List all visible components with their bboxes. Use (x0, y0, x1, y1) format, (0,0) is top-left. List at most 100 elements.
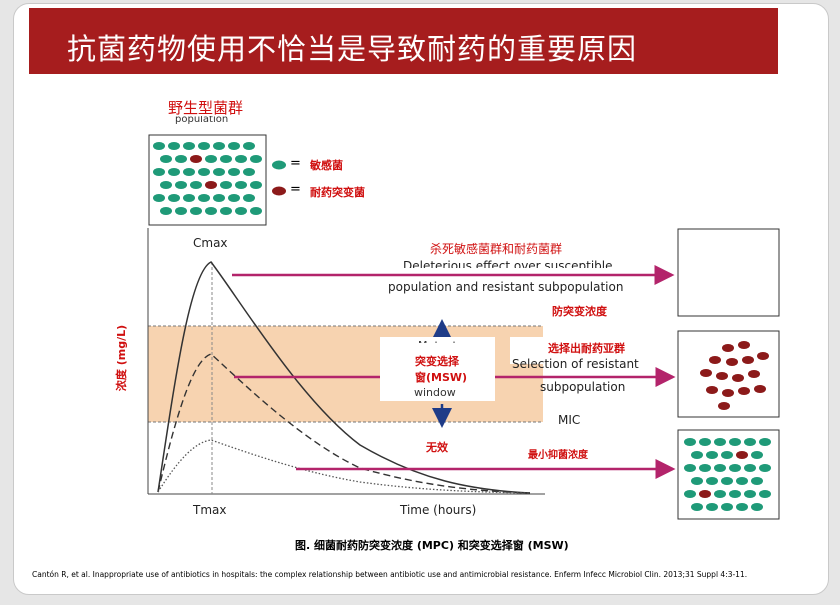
susceptible-cell (751, 451, 763, 459)
susceptible-cell (243, 194, 255, 202)
susceptible-cell (168, 194, 180, 202)
susceptible-equals: = (290, 156, 301, 171)
susceptible-cell (153, 168, 165, 176)
susceptible-cell (721, 451, 733, 459)
resistant-cell (722, 344, 734, 352)
susceptible-label: 敏感菌 (310, 159, 343, 172)
susceptible-cell (714, 490, 726, 498)
susceptible-cell (250, 181, 262, 189)
susceptible-cell (175, 155, 187, 163)
select-label-box (510, 337, 680, 364)
msw-label-box (380, 337, 495, 401)
resistant-cell (190, 155, 202, 163)
susceptible-cell (250, 155, 262, 163)
resistant-cell (726, 358, 738, 366)
resistant-cell (706, 386, 718, 394)
susceptible-cell (168, 142, 180, 150)
susceptible-cell (168, 168, 180, 176)
resistant-cell (718, 402, 730, 410)
resistant-cell (709, 356, 721, 364)
susceptible-cell (183, 194, 195, 202)
susceptible-cell (190, 207, 202, 215)
resistant-label: 耐药突变菌 (310, 186, 365, 199)
x-axis-label: Time (hours) (400, 503, 477, 517)
susceptible-cell (213, 142, 225, 150)
msw-zh-2: 窗(MSW) (415, 371, 468, 384)
y-axis-label: 浓度 (mg/L) (115, 324, 129, 392)
resistant-cell (736, 451, 748, 459)
susceptible-cell (205, 207, 217, 215)
susceptible-cell (729, 438, 741, 446)
susceptible-cell (744, 438, 756, 446)
susceptible-cell (699, 438, 711, 446)
susceptible-cell (183, 142, 195, 150)
susceptible-cell (721, 503, 733, 511)
susceptible-cell (691, 451, 703, 459)
resistant-cell (700, 369, 712, 377)
figure-caption: 图. 细菌耐药防突变浓度 (MPC) 和突变选择窗 (MSW) (295, 539, 569, 552)
population-cells (153, 142, 262, 215)
susceptible-cell (751, 503, 763, 511)
ineffective-label: 无效 (426, 441, 448, 454)
susceptible-cell (759, 464, 771, 472)
susceptible-cell (243, 168, 255, 176)
susceptible-cell (691, 503, 703, 511)
top-zone-en-2: population and resistant subpopulation (388, 280, 624, 294)
susceptible-cell (706, 477, 718, 485)
susceptible-cell (736, 477, 748, 485)
susceptible-cell (759, 438, 771, 446)
susceptible-cell (714, 464, 726, 472)
mpc-label-zh: 防突变浓度 (552, 305, 607, 318)
resistant-cell (716, 372, 728, 380)
susceptible-cell (198, 168, 210, 176)
susceptible-cell (205, 155, 217, 163)
susceptible-cell (175, 181, 187, 189)
resistant-cell (738, 341, 750, 349)
susceptible-cell (243, 142, 255, 150)
resistant-cell (738, 387, 750, 395)
resistant-cell (205, 181, 217, 189)
susceptible-cell (684, 438, 696, 446)
resistant-cell (699, 490, 711, 498)
susceptible-cell (721, 477, 733, 485)
resistant-cell (754, 385, 766, 393)
mid-dose-curve (157, 353, 531, 494)
resistant-legend-dot (272, 186, 286, 196)
low-dose-curve (157, 439, 531, 494)
cmax-label: Cmax (193, 236, 228, 250)
reference: Cantón R, et al. Inappropriate use of an… (32, 570, 748, 579)
susceptible-cell (175, 207, 187, 215)
tmax-label: Tmax (193, 503, 227, 517)
susceptible-cell (213, 168, 225, 176)
susceptible-cell (183, 168, 195, 176)
susceptible-cell (736, 503, 748, 511)
susceptible-cell (699, 464, 711, 472)
population-label-en: population (175, 116, 229, 124)
susceptible-cell (220, 155, 232, 163)
susceptible-cell (160, 207, 172, 215)
susceptible-cell (235, 207, 247, 215)
susceptible-cell (198, 142, 210, 150)
slide-title: 抗菌药物使用不恰当是导致耐药的重要原因 (67, 32, 638, 66)
susceptible-cell (228, 168, 240, 176)
susceptible-cell (198, 194, 210, 202)
susceptible-cell (235, 181, 247, 189)
susceptible-cell (744, 490, 756, 498)
susceptible-cell (220, 207, 232, 215)
select-en-1: Selection of resistant (512, 357, 639, 371)
susceptible-cell (706, 503, 718, 511)
susceptible-cell (714, 438, 726, 446)
mic-label: MIC (558, 413, 581, 427)
outcome-box-empty (677, 228, 780, 317)
susceptible-cell (684, 464, 696, 472)
susceptible-cell (160, 181, 172, 189)
susceptible-cell (190, 181, 202, 189)
msw-en-1: Mutant (418, 337, 457, 343)
select-en-2: subpopulation (540, 380, 626, 394)
resistant-cell (757, 352, 769, 360)
susceptible-cell (228, 194, 240, 202)
susceptible-cell (729, 490, 741, 498)
susceptible-cell (153, 142, 165, 150)
susceptible-cell (684, 490, 696, 498)
